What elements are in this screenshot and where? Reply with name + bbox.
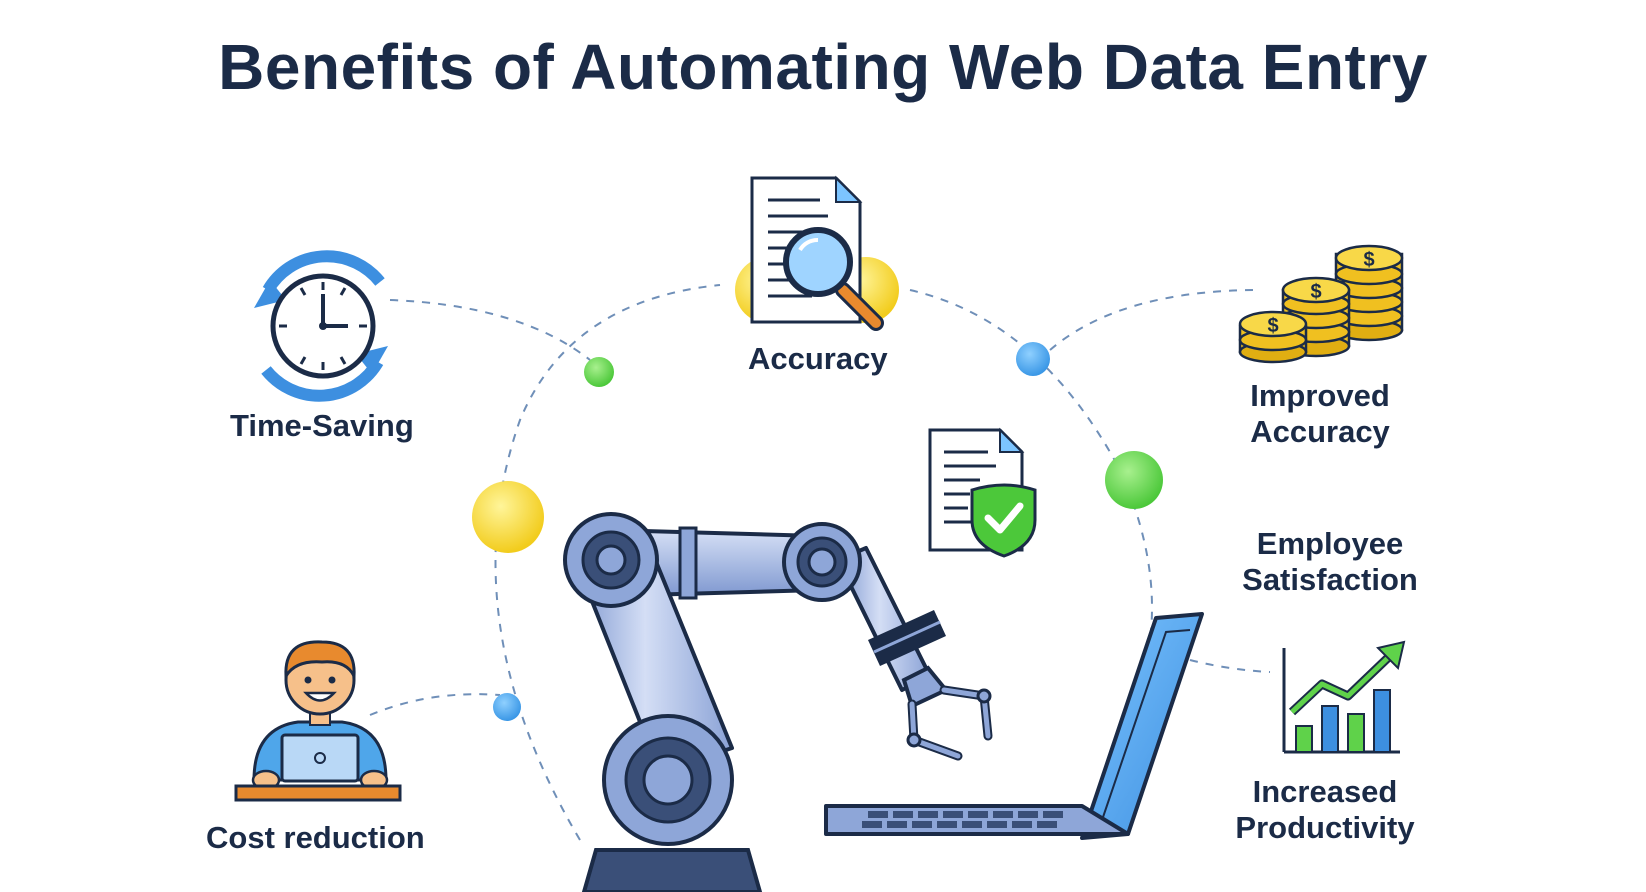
label-increased-productivity-line2: Productivity xyxy=(1235,810,1415,845)
coin-symbol-middle: $ xyxy=(1310,281,1321,303)
decor-dot-blue xyxy=(1016,342,1050,376)
label-improved-accuracy-line1: Improved xyxy=(1250,378,1390,413)
label-increased-productivity-line1: Increased xyxy=(1252,774,1398,809)
coin-symbol-right: $ xyxy=(1363,249,1374,271)
label-improved-accuracy-line2: Accuracy xyxy=(1250,414,1390,449)
document-magnifier-icon xyxy=(735,175,899,331)
robot-arm-laptop-icon xyxy=(563,512,1204,892)
bar-chart-arrow-icon xyxy=(1282,640,1406,754)
label-improved-accuracy: Improved Accuracy xyxy=(1220,378,1420,450)
clock-cycle-icon xyxy=(254,250,388,402)
label-cost-reduction: Cost reduction xyxy=(206,820,425,855)
coin-symbol-left: $ xyxy=(1267,315,1278,337)
decor-dot-green xyxy=(584,357,614,387)
decor-dot-green xyxy=(1105,451,1163,509)
connector-arc xyxy=(369,284,1271,841)
decor-dot-yellow xyxy=(472,481,544,553)
label-increased-productivity: Increased Productivity xyxy=(1215,774,1435,846)
label-accuracy: Accuracy xyxy=(748,341,888,376)
page-title: Benefits of Automating Web Data Entry xyxy=(218,31,1428,103)
label-employee-satisfaction: Employee Satisfaction xyxy=(1220,526,1440,598)
person-laptop-icon xyxy=(234,640,402,802)
coin-stacks-icon xyxy=(1238,244,1404,364)
label-employee-satisfaction-line1: Employee xyxy=(1256,526,1404,561)
decor-dot-blue xyxy=(493,693,521,721)
document-shield-check-icon xyxy=(928,427,1037,558)
label-time-saving: Time-Saving xyxy=(230,408,414,443)
label-employee-satisfaction-line2: Satisfaction xyxy=(1242,562,1418,597)
